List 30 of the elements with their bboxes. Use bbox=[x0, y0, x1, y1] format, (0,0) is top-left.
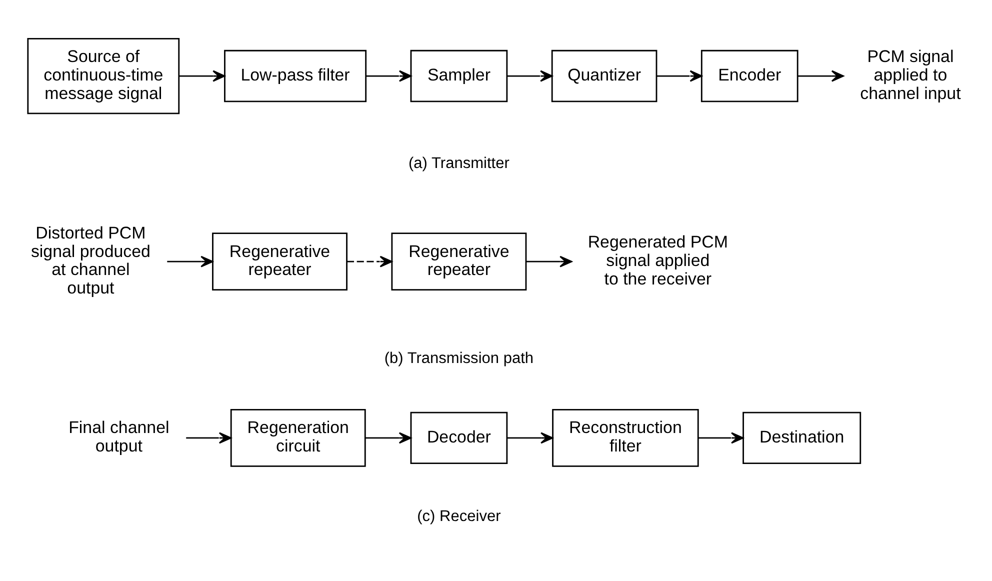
label: (c) Receiver bbox=[417, 508, 501, 525]
arrow bbox=[366, 70, 412, 82]
node-text: PCM signal applied to channel input bbox=[860, 47, 961, 103]
arrow bbox=[656, 70, 702, 82]
arrow bbox=[167, 256, 214, 268]
node-box: Encoder bbox=[700, 50, 798, 102]
arrow bbox=[186, 432, 232, 444]
arrow bbox=[698, 432, 744, 444]
node-box: Reconstruction filter bbox=[552, 409, 699, 467]
arrow bbox=[179, 70, 226, 82]
arrow bbox=[798, 70, 844, 82]
node-box: Regenerative repeater bbox=[212, 232, 348, 290]
node-box: Regenerative repeater bbox=[391, 232, 527, 290]
label: (a) Transmitter bbox=[408, 155, 510, 172]
arrow bbox=[365, 432, 412, 444]
node-box: Low-pass filter bbox=[224, 50, 367, 102]
arrow bbox=[526, 256, 572, 268]
node-box: Quantizer bbox=[551, 50, 658, 102]
node-text: Regenerated PCM signal applied to the receiver bbox=[588, 232, 728, 288]
node-box: Source of continuous-time message signal bbox=[27, 38, 180, 114]
label: (b) Transmission path bbox=[384, 350, 534, 367]
node-text: Distorted PCM signal produced at channel output bbox=[30, 223, 150, 298]
node-text: Final channel output bbox=[68, 418, 170, 456]
arrow bbox=[346, 256, 392, 268]
arrow bbox=[507, 432, 554, 444]
node-box: Sampler bbox=[410, 50, 508, 102]
node-box: Decoder bbox=[410, 412, 508, 464]
node-box: Destination bbox=[742, 412, 862, 464]
arrow bbox=[507, 70, 553, 82]
node-box: Regeneration circuit bbox=[230, 409, 366, 467]
